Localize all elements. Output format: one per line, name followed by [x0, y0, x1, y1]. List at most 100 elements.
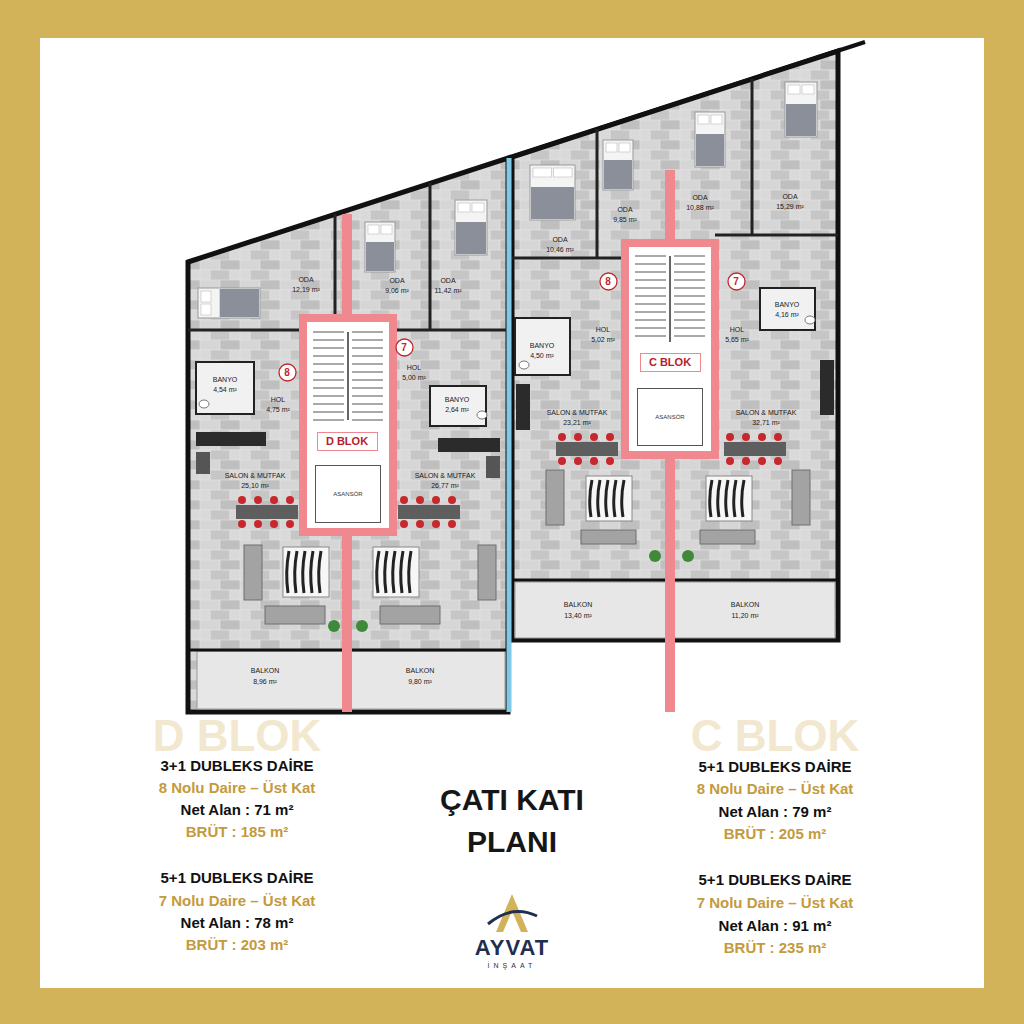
stair-step — [635, 272, 666, 273]
stair-step — [674, 280, 705, 281]
blanket — [456, 222, 486, 254]
unit-info: Net Alan : 79 m² — [719, 804, 832, 821]
bathroom — [196, 362, 254, 414]
stair-step — [674, 312, 705, 313]
logo-subtitle: İNŞAAT — [488, 962, 537, 970]
chair — [432, 520, 440, 528]
chair — [254, 496, 262, 504]
stair-step — [313, 348, 344, 349]
stair-step — [313, 388, 344, 389]
bed — [530, 165, 575, 220]
zebra-stripe — [303, 551, 305, 593]
stair-step — [635, 256, 666, 257]
chair — [590, 457, 598, 465]
circle-shape — [279, 364, 296, 381]
chair — [286, 496, 294, 504]
room-label: BALKON — [406, 667, 434, 675]
room-label: 13,40 m² — [564, 612, 592, 620]
unit-info: 5+1 DUBLEKS DAİRE — [699, 872, 852, 889]
room-label: SALON & MUTFAK — [547, 409, 608, 417]
sofa — [700, 530, 755, 544]
chair — [558, 457, 566, 465]
stair-core — [625, 243, 715, 455]
room-label: HOL — [596, 326, 610, 334]
unit-number-circle: 8 — [278, 363, 297, 382]
pillow — [788, 85, 800, 94]
pillow — [698, 115, 709, 124]
stair-step — [352, 348, 383, 349]
plan-title: ÇATI KATI PLANI — [402, 779, 622, 863]
node-text: 7 — [401, 342, 407, 353]
rug — [706, 476, 752, 521]
dining-table — [556, 442, 618, 456]
sofa — [581, 530, 636, 544]
chair — [574, 457, 582, 465]
room-label: 11,20 m² — [731, 612, 758, 620]
stair-step — [635, 312, 666, 313]
room-label: 12,19 m² — [292, 286, 320, 294]
zebra-stripe — [614, 480, 616, 517]
room-label: 4,75 m² — [266, 406, 290, 414]
circle-shape — [396, 339, 413, 356]
stair-step — [352, 388, 383, 389]
fridge — [196, 452, 210, 474]
stair-step — [674, 264, 705, 265]
plant — [649, 550, 661, 562]
room-label: ODA — [298, 276, 313, 284]
chair — [286, 520, 294, 528]
block-label-box: C BLOK — [640, 353, 701, 372]
room-label: BALKON — [731, 601, 759, 609]
sofa — [546, 470, 564, 525]
room-label: ODA — [440, 277, 455, 285]
zebra-stripe — [311, 551, 313, 593]
room-label: 8,96 m² — [253, 678, 277, 686]
zebra-stripe — [409, 551, 411, 593]
rug — [283, 547, 329, 597]
chair — [606, 457, 614, 465]
node-text: ASANSÖR — [333, 491, 362, 498]
stair-step — [635, 320, 666, 321]
stair-step — [635, 328, 666, 329]
logo-name: AYVAT — [475, 936, 549, 960]
zebra-stripe — [710, 480, 712, 517]
room-label: 11,42 m² — [434, 287, 461, 295]
zebra-stripe — [590, 480, 592, 517]
chair — [758, 433, 766, 441]
stair-step — [313, 404, 344, 405]
wall — [188, 329, 303, 332]
white-panel — [40, 38, 984, 988]
stair-step — [313, 364, 344, 365]
chair — [238, 520, 246, 528]
unit-info-gold: 7 Nolu Daire – Üst Kat — [697, 895, 854, 912]
pillow — [201, 304, 211, 315]
unit-number-circle: 7 — [395, 338, 414, 357]
node-text: C BLOK — [649, 356, 691, 368]
room-label: ODA — [552, 236, 567, 244]
chair — [774, 457, 782, 465]
chair — [590, 433, 598, 441]
roof-line — [508, 42, 865, 158]
bathroom — [430, 386, 486, 426]
chair — [432, 496, 440, 504]
stair-step — [313, 372, 344, 373]
chair — [606, 433, 614, 441]
unit-info: Net Alan : 78 m² — [181, 915, 294, 932]
zebra-stripe — [295, 551, 297, 593]
room-label: 9,80 m² — [408, 678, 432, 686]
sofa — [380, 606, 440, 624]
room-label: 10,88 m² — [686, 204, 714, 212]
sofa — [244, 545, 262, 600]
stair-step — [635, 304, 666, 305]
room-label: 9,06 m² — [385, 287, 409, 295]
room-label: BANYO — [775, 301, 800, 309]
room-label: HOL — [271, 396, 285, 404]
block-label-box: D BLOK — [317, 432, 378, 451]
room-label: 2,64 m² — [445, 406, 469, 414]
zebra-stripe — [742, 480, 744, 517]
pillow — [711, 115, 722, 124]
blanket — [366, 242, 394, 271]
room-label: ODA — [782, 193, 797, 201]
dining-table — [724, 442, 786, 456]
unit-divider — [342, 214, 352, 318]
